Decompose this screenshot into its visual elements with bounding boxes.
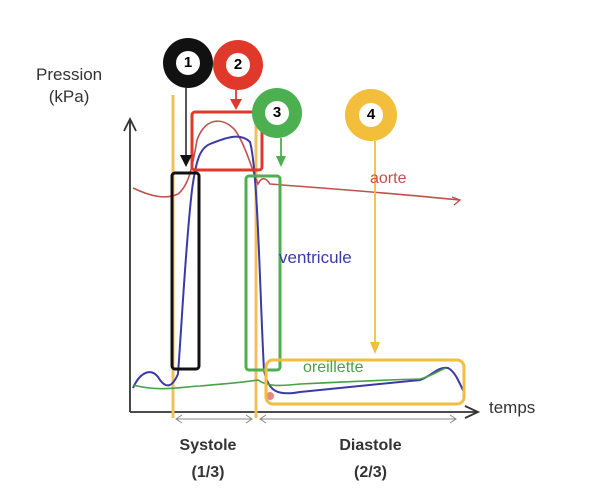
oreillette-label: oreillette	[303, 359, 364, 376]
y-axis-arrow	[123, 116, 137, 132]
aorte-arrowhead	[451, 196, 462, 206]
aorte-label: aorte	[370, 170, 407, 187]
marker-4-arrowhead	[370, 342, 380, 354]
marker-1-arrowhead	[180, 155, 192, 167]
marker-1-number: 1	[176, 51, 200, 75]
systole-span-arrow-right	[245, 414, 253, 424]
diastole-span-arrow-right	[449, 414, 457, 424]
x-axis-label: temps	[489, 398, 536, 417]
ventricule-curve	[132, 135, 465, 395]
marker-2-arrowhead	[230, 99, 242, 110]
systole-span-arrow-left	[175, 414, 183, 424]
phase-4-box	[264, 358, 466, 406]
diastole-label: Diastole (2/3)	[323, 432, 418, 486]
marker-3-arrowhead	[276, 156, 286, 167]
systole-label: Systole (1/3)	[168, 432, 248, 486]
red-dot	[266, 392, 274, 400]
marker-4-number: 4	[359, 103, 383, 127]
y-axis-label-line2: (kPa)	[48, 87, 90, 106]
diastole-span-arrow-left	[259, 414, 267, 424]
x-axis-arrow	[464, 405, 481, 419]
aorte-curve	[132, 120, 461, 201]
phase-3-box	[244, 174, 282, 372]
oreillette-curve	[132, 367, 447, 390]
marker-2-number: 2	[226, 53, 250, 77]
phase-1-box	[170, 171, 201, 371]
y-axis-label: Pression (kPa)	[36, 64, 102, 108]
diastole-fraction: (2/3)	[354, 464, 387, 481]
y-axis-label-line1: Pression	[36, 65, 103, 84]
phase-2-box	[190, 110, 264, 172]
marker-3-number: 3	[265, 101, 289, 125]
diastole-title: Diastole	[339, 437, 402, 454]
ventricule-label: ventricule	[279, 248, 352, 267]
systole-fraction: (1/3)	[191, 464, 225, 481]
systole-title: Systole	[179, 437, 237, 454]
